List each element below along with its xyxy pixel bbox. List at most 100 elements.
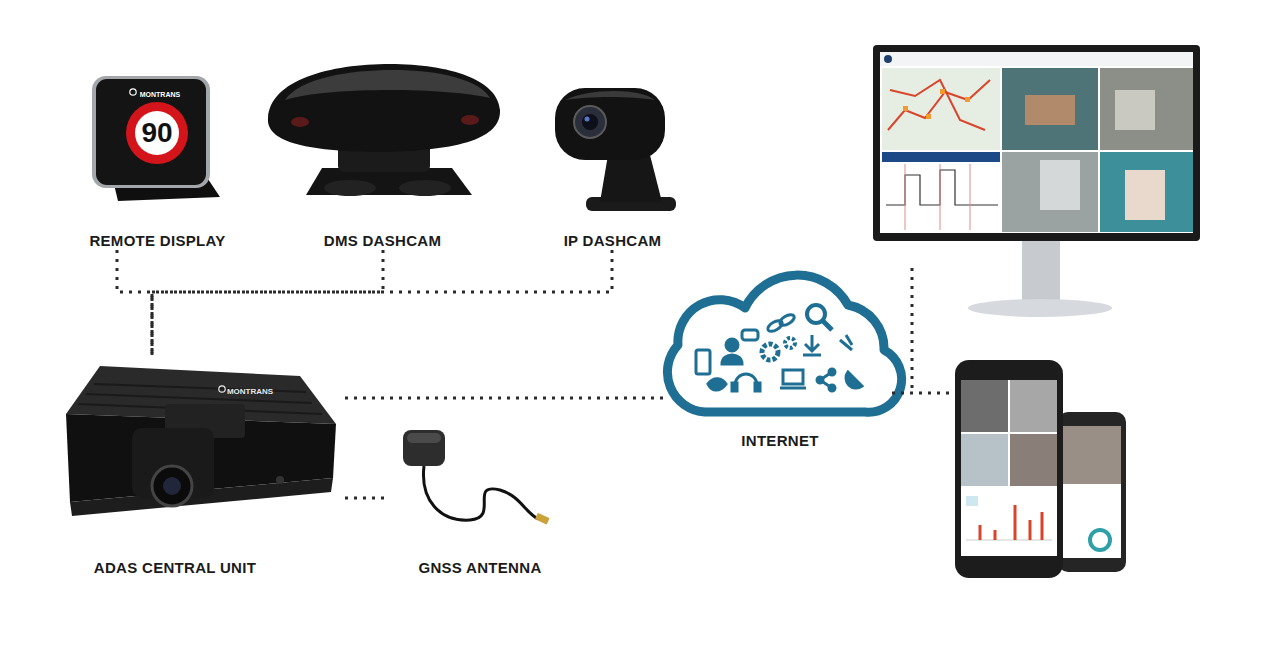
brand-logo-text: MONTRANS (140, 91, 180, 98)
dotted-connector (117, 250, 152, 355)
adas-unit-illustration-part (152, 466, 192, 506)
smartphone-illustration-part (1063, 426, 1121, 558)
monitor-illustration-part (926, 114, 931, 119)
cloud-icons (696, 305, 862, 391)
internet-cloud-node: INTERNET (668, 270, 900, 450)
smartphone-illustration-part (980, 505, 1042, 540)
cloud-icons-part (755, 383, 760, 391)
dms-dashcam-illustration-part (291, 117, 309, 127)
label-holder: 90 (77, 116, 237, 154)
smartphone-illustration-part (1090, 530, 1110, 550)
dms-dashcam-illustration-part (268, 64, 500, 152)
remote-display-illustration-part (92, 76, 210, 188)
remote-display-illustration-part (130, 89, 136, 95)
dotted-connector (345, 497, 385, 500)
internet-cloud-illustration (667, 275, 901, 412)
component-label: DMS DASHCAM (324, 232, 441, 250)
monitor-illustration-part (1100, 68, 1193, 150)
ip-dashcam-illustration-part (585, 117, 590, 122)
ip-dashcam-illustration-part (582, 114, 598, 130)
dms-dashcam-illustration (268, 64, 500, 196)
monitor-illustration-part (884, 55, 892, 63)
cloud-icons-part (820, 372, 832, 388)
dotted-connector (152, 250, 383, 355)
ip-dashcam-node: IP DASHCAM (540, 75, 685, 250)
cloud-icons-part (840, 335, 852, 350)
component-label: GNSS ANTENNA (418, 559, 541, 577)
smartphone-illustration-part (966, 496, 978, 506)
gnss-antenna-node: GNSS ANTENNA (385, 420, 575, 577)
dotted-connector (152, 250, 612, 355)
smartphone-illustration-part (961, 380, 1057, 556)
monitor-illustration-part (890, 80, 985, 130)
smartphone-illustration-part (961, 434, 1008, 486)
dotted-connector (345, 397, 668, 400)
cloud-icons-part (708, 379, 726, 390)
monitor-illustration-part (880, 52, 1193, 66)
cloud-icons-part (778, 313, 796, 328)
label-holder: MONTRANS (170, 384, 330, 397)
cloud-icons-part (783, 370, 803, 384)
cloud-icons-part (846, 372, 862, 388)
adas-unit-illustration-part (276, 476, 284, 484)
dms-dashcam-illustration-part (285, 70, 490, 100)
monitor-illustration-part (1115, 90, 1155, 130)
monitor-illustration-part (903, 106, 908, 111)
dms-dashcam-node: DMS DASHCAM (255, 55, 510, 250)
monitor-illustration-part (888, 80, 990, 130)
cloud-icons-part (762, 344, 778, 360)
component-label: IP DASHCAM (564, 232, 662, 250)
ip-dashcam-illustration-part (574, 106, 606, 138)
monitor-illustration-part (968, 299, 1112, 317)
network-wire (892, 268, 950, 393)
cloud-icons-part (732, 383, 737, 391)
cloud-icons-part (696, 350, 710, 374)
monitor-illustration-part (1025, 95, 1075, 125)
ip-dashcam-illustration-part (600, 155, 662, 202)
gnss-antenna-illustration-part (407, 433, 441, 443)
monitor-illustration (873, 45, 1200, 317)
smartphone-illustration-part (961, 380, 1008, 432)
speed-limit-number: 90 (141, 117, 172, 148)
monitor-illustration-part (1125, 170, 1165, 220)
monitor-illustration-part (965, 97, 970, 102)
component-label: REMOTE DISPLAY (89, 232, 225, 250)
smartphone-illustration-part (1063, 426, 1121, 484)
monitor-illustration-part (886, 170, 998, 205)
gnss-antenna-illustration (403, 430, 550, 525)
monitor-illustration-part (1022, 238, 1060, 302)
dms-dashcam-illustration-part (324, 180, 376, 196)
internet-cloud-illustration-part (667, 275, 901, 412)
remote-display-illustration-part (135, 111, 179, 155)
ip-dashcam-illustration-part (555, 88, 665, 160)
monitor-illustration-part (905, 164, 970, 230)
adas-unit-illustration-part (163, 477, 181, 495)
ip-dashcam-illustration-part (565, 91, 655, 100)
cloud-icons-part (807, 305, 825, 323)
gnss-antenna-illustration-part (403, 430, 445, 466)
cloud-icons-part (742, 330, 758, 340)
smartphone-illustration (955, 360, 1126, 578)
monitor-illustration-part (1002, 68, 1098, 150)
monitor-illustration-part (873, 45, 1200, 241)
brand-logo-text: MONTRANS (227, 387, 273, 396)
monitor-illustration-part (1100, 152, 1193, 232)
smartphone-illustration-part (955, 360, 1063, 578)
adas-unit-illustration-part (132, 428, 214, 498)
adas-unit-illustration-part (219, 386, 225, 392)
network-wire-part (911, 268, 914, 393)
dms-dashcam-illustration-part (461, 115, 479, 125)
cloud-icons-part (780, 387, 806, 390)
cloud-icons-part (726, 339, 738, 351)
cloud-icons-part (785, 338, 795, 348)
label-holder: MONTRANS (80, 88, 240, 99)
monitor-illustration-part (880, 52, 1193, 233)
adas-unit-node: ADAS CENTRAL UNIT (55, 355, 345, 577)
network-wire-part (892, 392, 950, 395)
smartphone-illustration-part (1010, 380, 1057, 432)
remote-display-illustration (92, 76, 220, 201)
cloud-icons-part (803, 335, 821, 355)
